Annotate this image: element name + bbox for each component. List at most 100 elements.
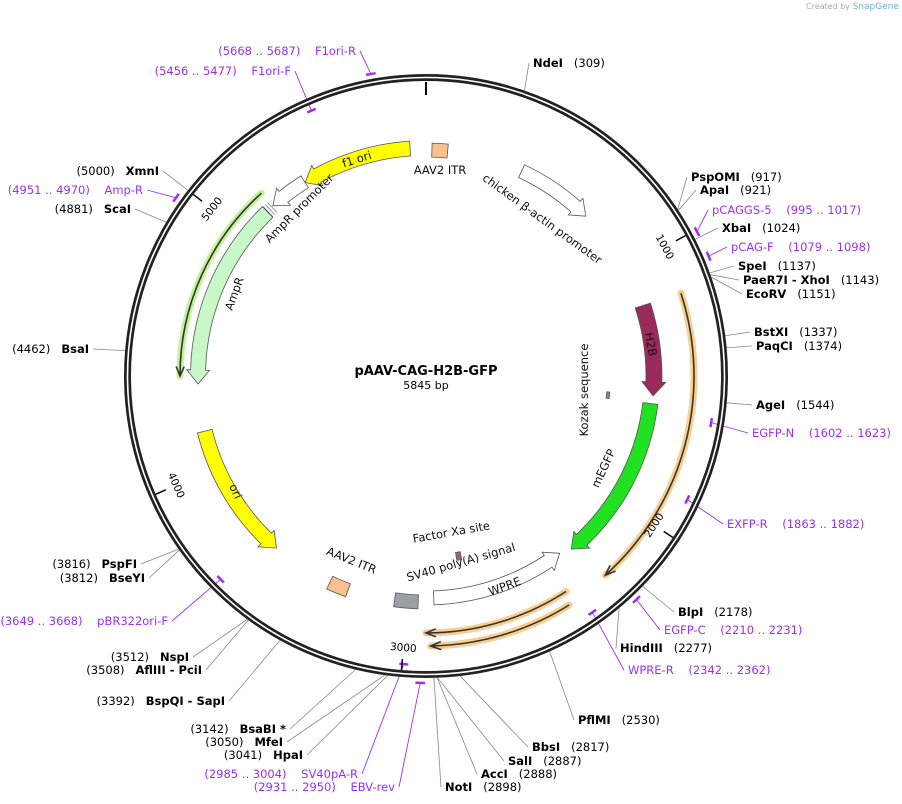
- primer-name: EGFP-C: [664, 623, 706, 637]
- enzyme-name: BstXI: [754, 325, 788, 339]
- orf-arrowhead: [175, 366, 185, 379]
- enzyme-site[interactable]: (3142) BsaBI *: [190, 722, 286, 736]
- enzyme-site[interactable]: XbaI (1024): [722, 221, 800, 235]
- enzyme-name: EcoRV: [746, 287, 786, 301]
- primer-site[interactable]: EGFP-N (1602 .. 1623): [752, 426, 891, 440]
- credit-prefix: Created by: [806, 2, 851, 11]
- primer-site[interactable]: (4951 .. 4970) Amp-R: [8, 183, 143, 197]
- enzyme-site[interactable]: BbsI (2817): [532, 740, 609, 754]
- enzyme-name: ScaI: [104, 202, 131, 216]
- primer-site[interactable]: (2931 .. 2950) EBV-rev: [254, 780, 395, 794]
- enzyme-site[interactable]: (3508) AflIII - PciI: [86, 663, 202, 677]
- primer-site[interactable]: EGFP-C (2210 .. 2231): [664, 623, 802, 637]
- enzyme-site[interactable]: (3392) BspQI - SapI: [97, 694, 225, 708]
- enzyme-site[interactable]: HindIII (2277): [620, 641, 712, 655]
- primer-name: EXFP-R: [727, 517, 768, 531]
- enzyme-name: BspQI - SapI: [146, 694, 225, 708]
- enzyme-site[interactable]: EcoRV (1151): [746, 287, 836, 301]
- orf-line: [604, 292, 695, 576]
- primer-mark: [172, 193, 180, 203]
- enzyme-site[interactable]: SpeI (1137): [738, 259, 816, 273]
- enzyme-position: (1337): [799, 325, 837, 339]
- enzyme-site[interactable]: (3512) NspI: [111, 650, 189, 664]
- enzyme-position: (1544): [796, 398, 834, 412]
- primer-range: (1079 .. 1098): [788, 240, 870, 254]
- site-leader-line: [437, 677, 505, 762]
- site-leader-line: [695, 227, 719, 240]
- enzyme-site[interactable]: (4462) BsaI: [12, 342, 89, 356]
- feature-aav2-itr[interactable]: [326, 575, 351, 598]
- primer-name: Amp-R: [104, 183, 143, 197]
- enzyme-site[interactable]: NotI (2898): [445, 780, 522, 794]
- primer-range: (2931 .. 2950): [254, 780, 336, 794]
- enzyme-site[interactable]: (3050) MfeI: [205, 735, 283, 749]
- backbone-inner-gap: [126, 76, 726, 676]
- feature-aav2-itr[interactable]: [431, 142, 449, 159]
- enzyme-site[interactable]: SalI (2887): [508, 754, 581, 768]
- primer-name: EBV-rev: [350, 780, 395, 794]
- enzyme-position: (921): [740, 183, 771, 197]
- enzyme-position: (3050): [205, 735, 243, 749]
- enzyme-site[interactable]: PflMI (2530): [578, 713, 660, 727]
- enzyme-position: (3041): [224, 748, 262, 762]
- primer-site[interactable]: pCAGGS-5 (995 .. 1017): [712, 203, 861, 217]
- enzyme-position: (2530): [622, 713, 660, 727]
- feature-h2b[interactable]: [634, 302, 667, 397]
- feature-sv40-poly-a-signal[interactable]: [393, 592, 419, 610]
- enzyme-site[interactable]: AccI (2888): [481, 767, 557, 781]
- enzyme-name: HpaI: [273, 748, 303, 762]
- primer-range: (3649 .. 3668): [0, 614, 82, 628]
- primer-leader-line: [146, 189, 177, 199]
- feature-wpre[interactable]: [433, 551, 561, 606]
- enzyme-position: (2178): [714, 605, 752, 619]
- primer-site[interactable]: pCAG-F (1079 .. 1098): [731, 240, 870, 254]
- enzyme-name: AccI: [481, 767, 508, 781]
- enzyme-site[interactable]: (3816) PspFI: [52, 557, 137, 571]
- enzyme-site[interactable]: (5000) XmnI: [76, 164, 159, 178]
- feature-ampr-promoter[interactable]: [272, 175, 309, 207]
- feature-factor-xa-site[interactable]: [455, 551, 463, 561]
- enzyme-site[interactable]: PaqCI (1374): [756, 339, 842, 353]
- orf-line: [179, 192, 262, 377]
- enzyme-site[interactable]: AgeI (1544): [756, 398, 834, 412]
- primer-name: SV40pA-R: [301, 767, 358, 781]
- enzyme-site[interactable]: ApaI (921): [700, 183, 771, 197]
- tick-mark: [663, 530, 674, 539]
- enzyme-name: PflMI: [578, 713, 611, 727]
- enzyme-site[interactable]: BlpI (2178): [678, 605, 752, 619]
- feature-ori[interactable]: [197, 428, 277, 549]
- site-labels: NdeI (309) PspOMI (917)ApaI (921) XbaI (10…: [0, 44, 891, 794]
- primer-site[interactable]: (5668 .. 5687) F1ori-R: [218, 44, 356, 58]
- enzyme-site[interactable]: PaeR7I - XhoI (1143): [743, 273, 879, 287]
- feature-megfp[interactable]: [570, 402, 659, 550]
- feature-kozak-sequence[interactable]: [605, 391, 611, 399]
- enzyme-site[interactable]: (4881) ScaI: [55, 202, 131, 216]
- enzyme-position: (309): [574, 56, 605, 70]
- primer-site[interactable]: (5456 .. 5477) F1ori-F: [155, 64, 291, 78]
- primer-leader-line: [708, 246, 728, 257]
- site-leader-line: [726, 345, 753, 349]
- enzyme-name: PaqCI: [756, 339, 793, 353]
- site-leader-line: [148, 549, 180, 579]
- enzyme-site[interactable]: (3041) HpaI: [224, 748, 303, 762]
- enzyme-site[interactable]: PspOMI (917): [691, 170, 782, 184]
- enzyme-position: (1024): [762, 221, 800, 235]
- primer-site[interactable]: EXFP-R (1863 .. 1882): [727, 517, 864, 531]
- primer-mark: [709, 417, 714, 428]
- feature-chicken-actin-promoter[interactable]: [518, 164, 587, 217]
- enzyme-site[interactable]: BstXI (1337): [754, 325, 837, 339]
- enzyme-name: BbsI: [532, 740, 560, 754]
- enzyme-site[interactable]: NdeI (309): [533, 56, 605, 70]
- feature-f1-ori[interactable]: [304, 140, 412, 187]
- site-leader-line: [615, 608, 620, 649]
- orf-line: [425, 590, 567, 634]
- enzyme-site[interactable]: (3812) BseYI: [60, 571, 145, 585]
- primer-site[interactable]: (2985 .. 3004) SV40pA-R: [204, 767, 358, 781]
- feature-ampr[interactable]: [185, 206, 274, 385]
- site-leader-line: [205, 619, 249, 671]
- tick-mark: [192, 193, 203, 202]
- primer-leader-line: [696, 209, 709, 232]
- primer-site[interactable]: WPRE-R (2342 .. 2362): [628, 663, 770, 677]
- primer-site[interactable]: (3649 .. 3668) pBR322ori-F: [0, 614, 168, 628]
